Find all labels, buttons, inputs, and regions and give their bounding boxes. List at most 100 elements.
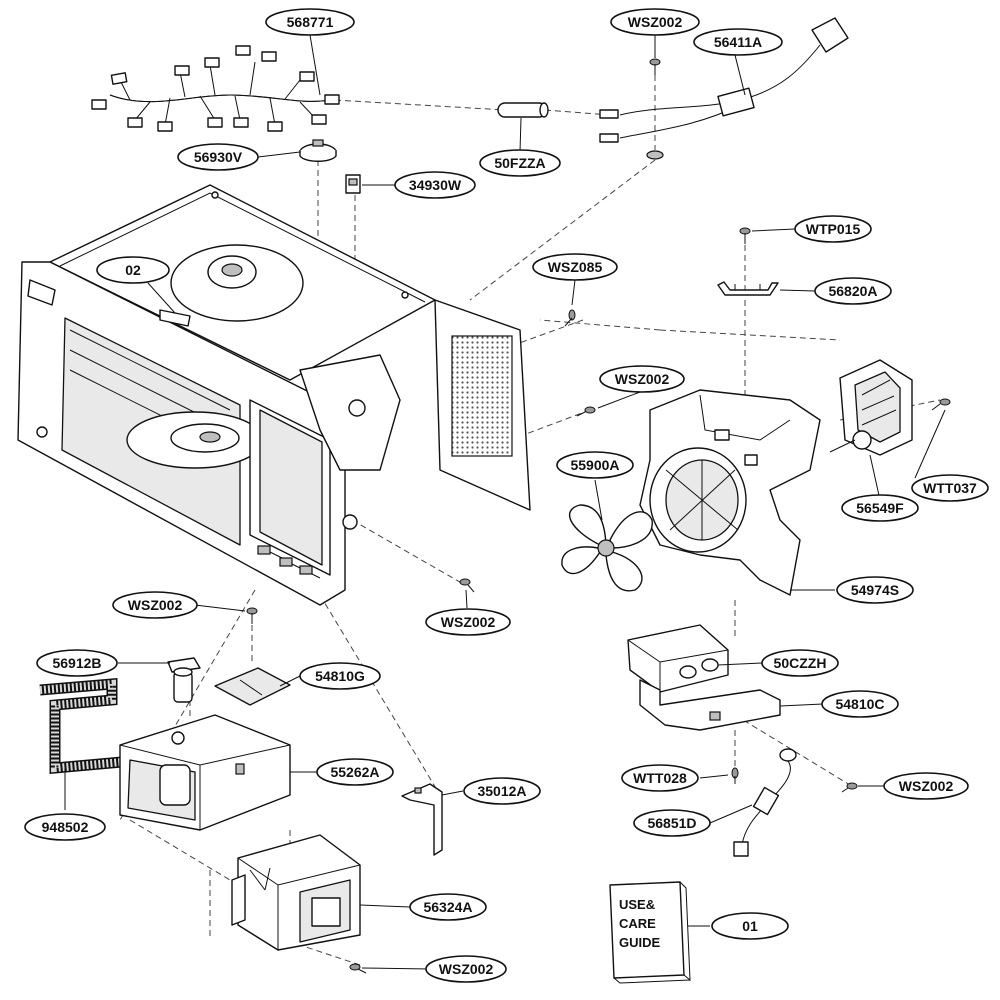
part-label: 01: [742, 918, 758, 934]
callout-56912b: 56912B: [36, 649, 118, 677]
part-label: 56411A: [714, 34, 762, 50]
magnetron: [231, 834, 361, 951]
fan-blade: [561, 504, 653, 592]
callout-wtt028: WTT028: [621, 764, 699, 792]
insulator-sheet: [214, 667, 291, 706]
screw-icon: [731, 767, 739, 784]
part-label: 54810C: [835, 696, 884, 712]
part-label: 35012A: [477, 783, 526, 799]
callout-56411a: 56411A: [693, 28, 783, 56]
part-label: 56324A: [423, 899, 472, 915]
callout-56851d: 56851D: [633, 809, 711, 837]
part-label: 50CZZH: [774, 655, 827, 671]
callout-wsz002-left: WSZ002: [112, 591, 198, 619]
screw-icons: [246, 58, 951, 974]
ground-wire: [733, 748, 797, 857]
callout-wsz002-right: WSZ002: [883, 772, 969, 800]
part-label: 55900A: [570, 457, 619, 473]
part-label: 50FZZA: [494, 155, 545, 171]
part-label: 56549F: [856, 500, 904, 516]
guide-line-1: USE&: [619, 897, 655, 912]
callout-54810c: 54810C: [821, 690, 899, 718]
thermostat-part: [299, 139, 337, 162]
part-label: WTP015: [806, 221, 861, 237]
callout-50fzza: 50FZZA: [479, 149, 561, 177]
callout-01: 01: [711, 912, 789, 940]
callout-wsz002-bottom: WSZ002: [425, 955, 507, 983]
screw-icon: [649, 58, 661, 75]
screw-icon: [349, 963, 367, 974]
part-label: WSZ085: [548, 259, 603, 275]
mounting-clip: [401, 783, 443, 856]
screw-icon: [841, 782, 858, 793]
screw-icon: [739, 227, 751, 244]
callout-54974s: 54974S: [836, 576, 914, 604]
callouts: 568771 WSZ002 56411A 56930V 50FZZA 34930…: [24, 8, 989, 983]
screw-icon: [246, 607, 258, 624]
part-label: 55262A: [330, 764, 379, 780]
power-cord: [599, 17, 849, 160]
screw-icon: [459, 578, 475, 593]
part-label: WSZ002: [441, 614, 496, 630]
callout-wsz085: WSZ085: [532, 253, 618, 281]
screw-icon: [576, 406, 596, 417]
fuse: [497, 102, 549, 118]
part-label: WSZ002: [439, 961, 494, 977]
callout-55262a: 55262A: [316, 758, 394, 786]
callout-wsz002-center: WSZ002: [425, 608, 511, 636]
callout-55900a: 55900A: [556, 451, 634, 479]
screw-icon: [564, 309, 576, 327]
part-label: 54810G: [315, 668, 365, 684]
callout-wsz002-top: WSZ002: [610, 8, 700, 36]
part-label: WSZ002: [899, 778, 954, 794]
guide-line-3: GUIDE: [619, 935, 661, 950]
part-label: 56851D: [647, 815, 696, 831]
callout-948502: 948502: [24, 813, 106, 841]
hv-transformer: [119, 714, 291, 831]
part-label: 568771: [287, 14, 334, 30]
callout-50czzh: 50CZZH: [761, 649, 839, 677]
callout-568771: 568771: [265, 8, 355, 36]
fan-housing: [639, 389, 821, 596]
part-label: WTT037: [923, 480, 977, 496]
screw-icon: [931, 398, 951, 411]
part-label: 54974S: [851, 582, 899, 598]
hv-capacitor: [627, 624, 729, 693]
callout-34930w: 34930W: [394, 171, 476, 199]
callout-35012a: 35012A: [463, 777, 541, 805]
callout-56930v: 56930V: [177, 143, 259, 171]
oven-cavity-assembly: [17, 184, 531, 606]
callout-56549f: 56549F: [841, 494, 919, 522]
guide-line-2: CARE: [619, 916, 656, 931]
fan-motor: [829, 359, 913, 456]
callout-wtt037: WTT037: [911, 474, 989, 502]
leader-lines: [64, 34, 946, 970]
part-label: 02: [125, 262, 141, 278]
hv-diode: [167, 657, 201, 703]
callout-02: 02: [96, 256, 170, 284]
part-label: WSZ002: [628, 14, 683, 30]
callout-56324a: 56324A: [409, 893, 487, 921]
wire-harness: [91, 45, 340, 132]
part-label: WSZ002: [615, 371, 670, 387]
top-bracket: [717, 281, 779, 296]
small-switch: [345, 174, 361, 194]
gasket: [39, 678, 123, 775]
part-label: 56820A: [828, 283, 877, 299]
part-label: 56912B: [52, 655, 101, 671]
callout-wsz002-mid: WSZ002: [599, 365, 685, 393]
cavity-clip: [159, 309, 191, 327]
part-label: 56930V: [194, 149, 243, 165]
callout-wtp015: WTP015: [794, 215, 872, 243]
part-label: 948502: [42, 819, 89, 835]
capacitor-bracket: [639, 679, 781, 731]
callout-56820a: 56820A: [814, 277, 892, 305]
part-label: WTT028: [633, 770, 687, 786]
callout-54810g: 54810G: [299, 662, 381, 690]
care-guide-book: USE& CARE GUIDE: [609, 881, 691, 984]
part-label: 34930W: [409, 177, 462, 193]
assembly-guide-lines: [119, 75, 941, 966]
part-label: WSZ002: [128, 597, 183, 613]
